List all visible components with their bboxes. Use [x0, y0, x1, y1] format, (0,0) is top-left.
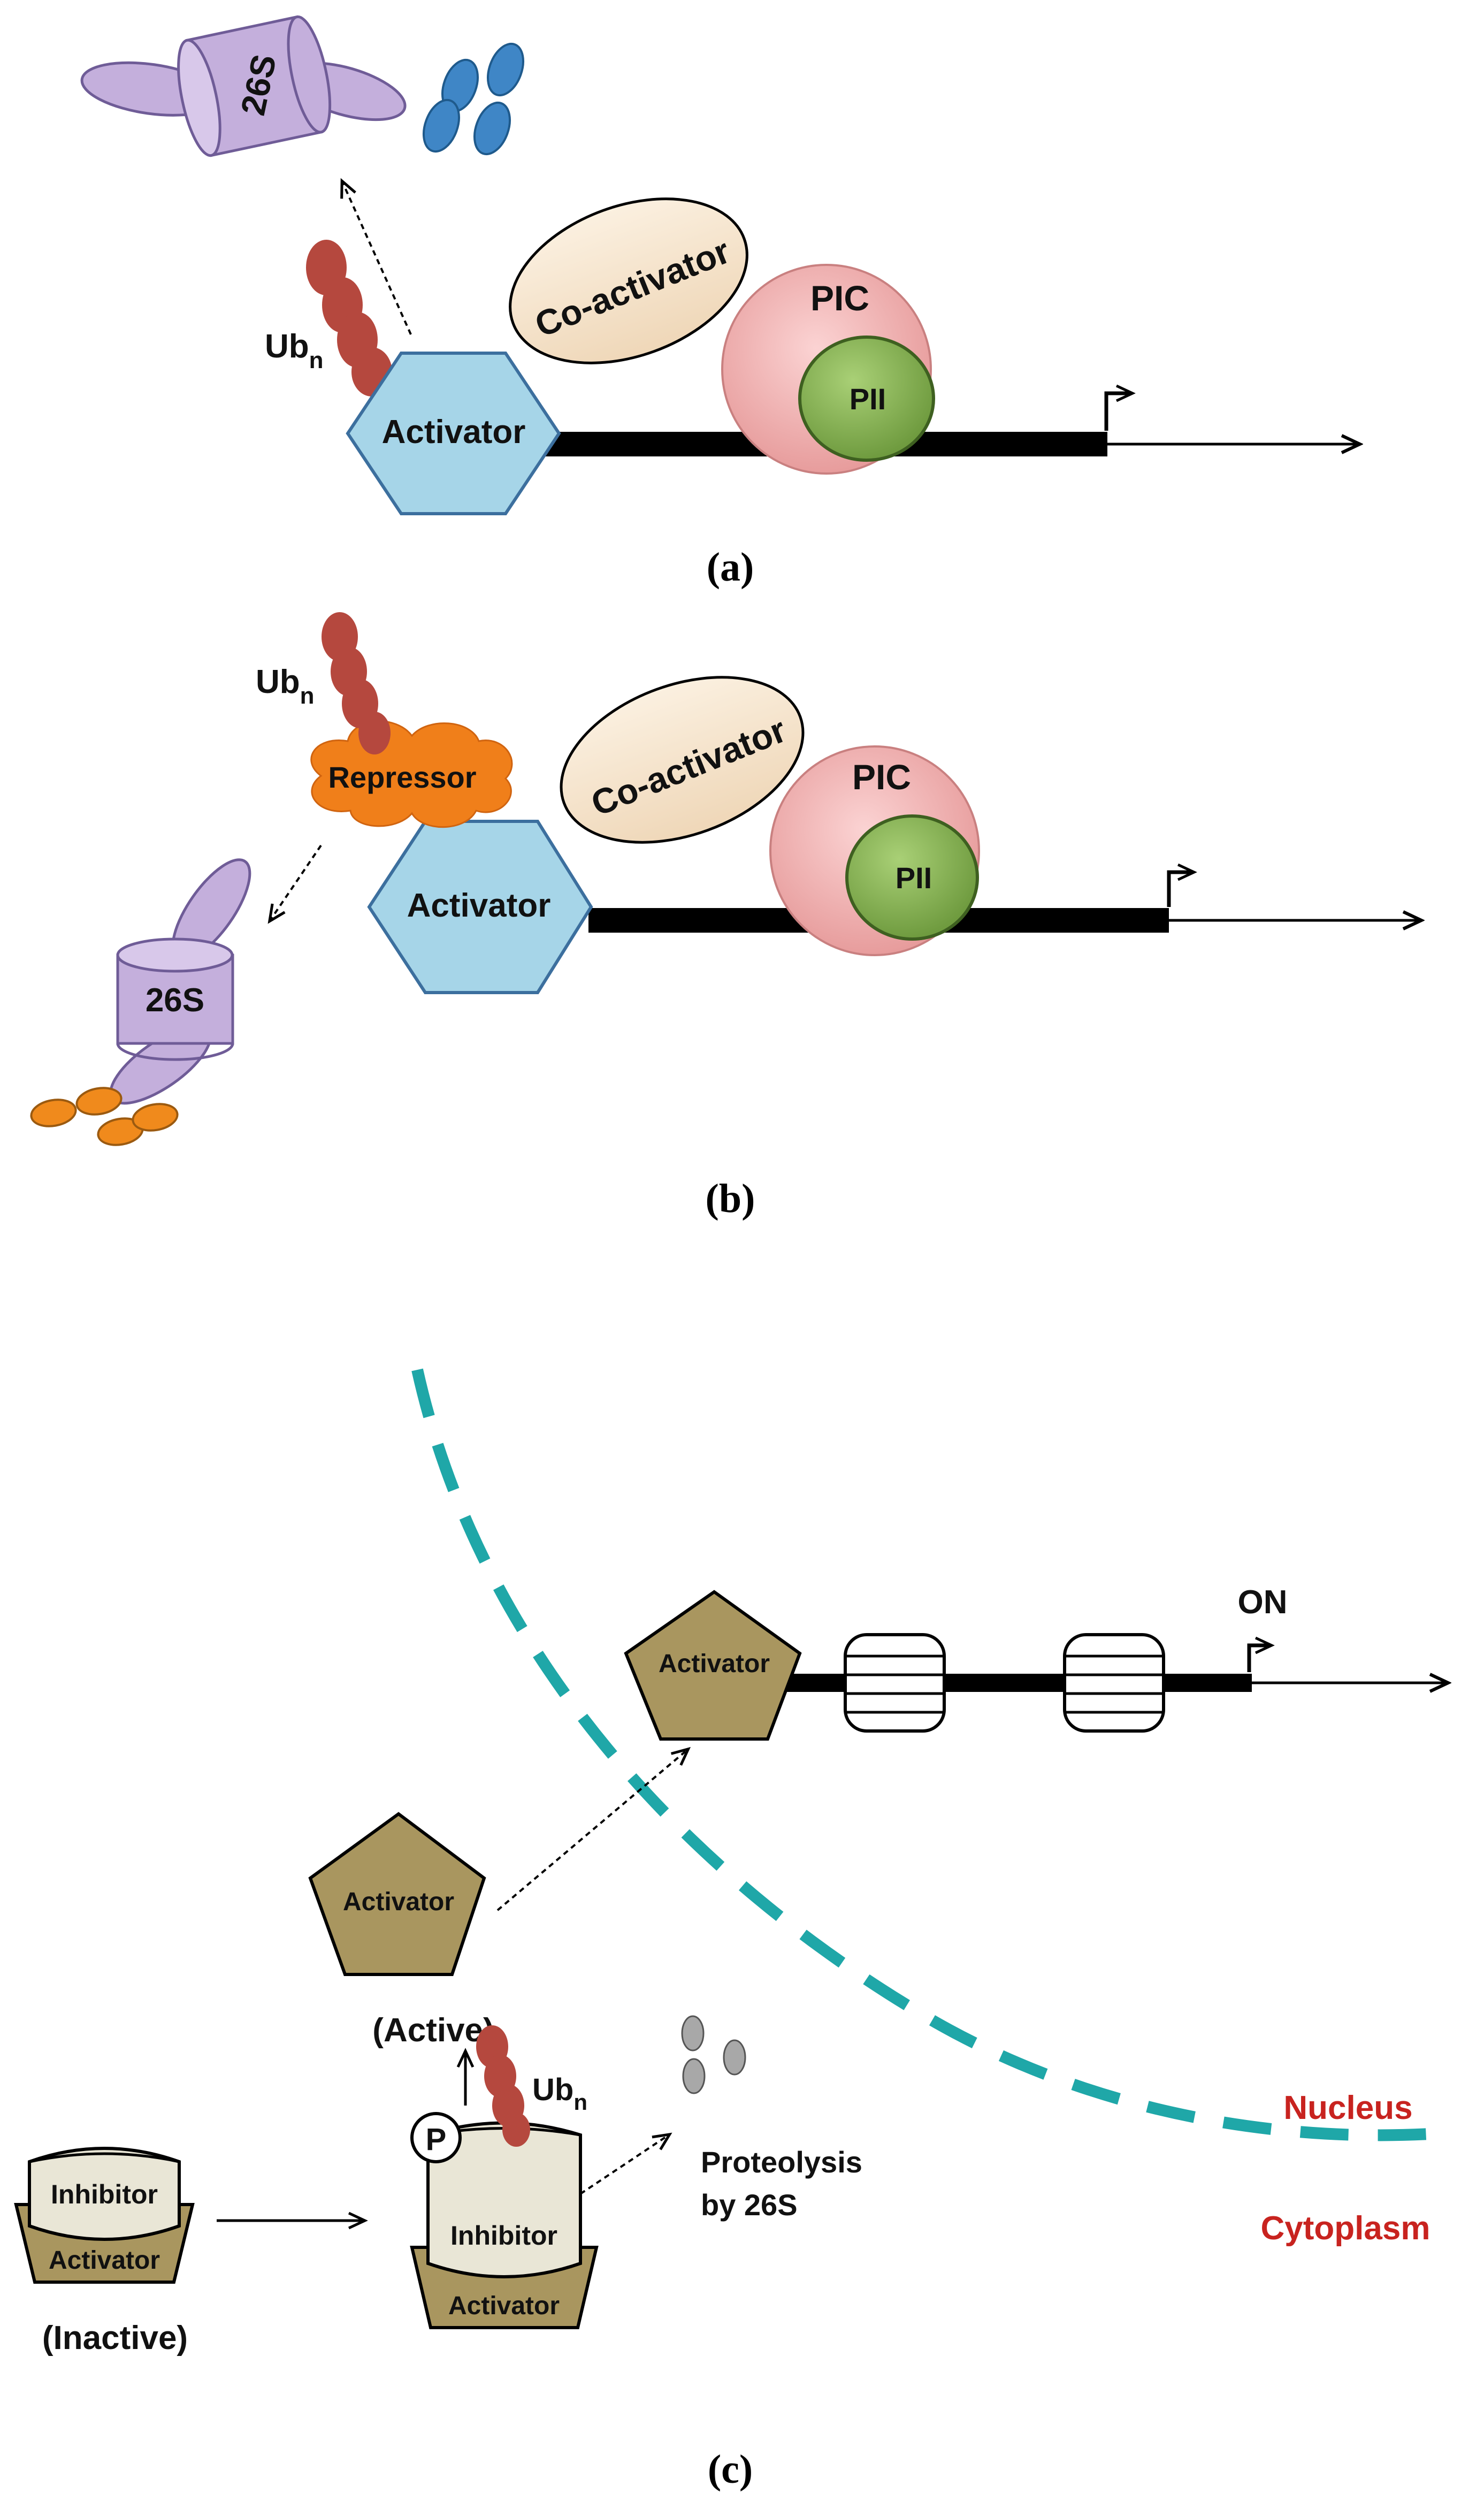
panel-b: PIC PII Co-activator Activator Repressor… [30, 612, 1420, 1221]
pii-a [798, 335, 935, 462]
phospho-label: P [426, 2122, 447, 2157]
phospho-group [410, 2112, 462, 2163]
proteolysis-label-line2: by 26S [701, 2188, 798, 2222]
activator-label-nuclear: Activator [659, 1650, 770, 1678]
proteasome-26s-b [109, 858, 251, 1105]
on-label: ON [1238, 1584, 1288, 1621]
tss-arrow-a [1104, 384, 1136, 431]
inhibitor-label-inactive: Inhibitor [51, 2179, 158, 2209]
activator-label-b: Activator [407, 887, 551, 924]
coactivator-b [560, 676, 805, 844]
ub-label-b: Ubn [256, 664, 315, 709]
ub-label-c: Ubn [532, 2072, 587, 2115]
nuclear-membrane [411, 1368, 1456, 2141]
ubiquitin-chain-b [322, 612, 391, 754]
proteolysis-arrow [579, 2132, 672, 2195]
activator-label-bound: Activator [448, 2292, 560, 2320]
degraded-fragments-c [681, 2015, 746, 2094]
repressor-label-b: Repressor [328, 760, 476, 794]
proteolysis-label-line1: Proteolysis [701, 2145, 862, 2179]
proteasome-26s-a [80, 15, 407, 157]
tss-arrow-b [1167, 863, 1197, 907]
pii-label-b: PII [896, 861, 932, 895]
activator-label-a: Activator [382, 414, 526, 451]
activator-label-inactive: Activator [49, 2246, 160, 2275]
nucleosome-1 [844, 1633, 946, 1733]
pii-label-a: PII [850, 382, 886, 416]
inactive-state-label: (Inactive) [42, 2320, 188, 2357]
panel-c: ON Activator Activator (Active) Inhibito… [14, 1368, 1456, 2492]
inactive-complex [14, 2147, 195, 2284]
ub-label-a: Ubn [265, 328, 324, 373]
degradation-arrow-a [340, 178, 412, 335]
nucleosome-2 [1063, 1633, 1165, 1733]
tss-arrow-c [1247, 1636, 1275, 1672]
coactivator-a [509, 197, 748, 364]
panel-a: 26S Ubn PIC PII Co-activato [80, 15, 1359, 590]
activator-label-active: Activator [343, 1888, 454, 1916]
pic-label-a: PIC [810, 278, 869, 318]
translocation-arrow [496, 1747, 691, 1911]
inhibitor-label-bound: Inhibitor [450, 2221, 557, 2251]
phosphorylated-complex [410, 2121, 599, 2329]
activator-pentagon-active [308, 1812, 486, 1976]
activator-pentagon-nuclear [624, 1590, 802, 1741]
caption-a: (a) [707, 545, 754, 590]
proteasome-label-b: 26S [146, 982, 204, 1019]
nucleus-label: Nucleus [1283, 2089, 1412, 2126]
ubiquitin-chain-c [476, 2025, 530, 2147]
degraded-fragments-b [30, 1087, 179, 1146]
active-state-label: (Active) [372, 2012, 494, 2049]
degraded-fragments-a [423, 42, 524, 156]
pic-label-b: PIC [852, 757, 911, 797]
caption-c: (c) [708, 2447, 753, 2492]
activator-hexagon-b [367, 820, 593, 994]
degradation-arrow-b [267, 844, 322, 924]
cytoplasm-label: Cytoplasm [1261, 2210, 1431, 2247]
activator-hexagon-a [346, 352, 561, 515]
caption-b: (b) [706, 1176, 755, 1221]
pii-b [845, 814, 979, 941]
